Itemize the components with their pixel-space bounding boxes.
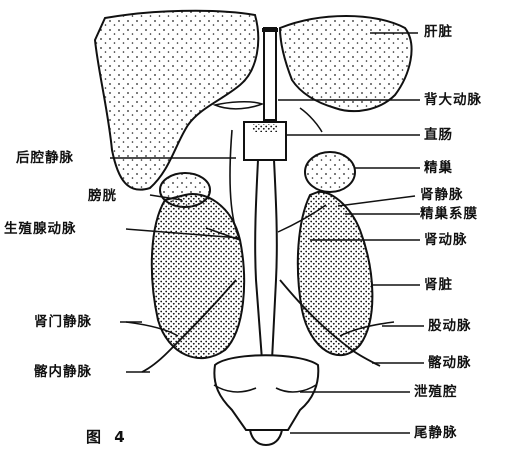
label-postcava: 后腔静脉	[16, 150, 74, 166]
cloaca	[214, 355, 318, 445]
label-internal-iliac-vein: 髂内静脉	[34, 364, 92, 380]
label-caudal-vein: 尾静脉	[414, 425, 458, 441]
label-testis: 精巢	[424, 160, 453, 176]
label-bladder: 膀胱	[88, 188, 117, 204]
label-mesorchium: 精巢系膜	[420, 206, 478, 222]
label-renal-portal-vein: 肾门静脉	[34, 314, 92, 330]
label-genital-artery: 生殖腺动脉	[4, 221, 77, 237]
label-femoral-artery: 股动脉	[428, 318, 472, 334]
label-liver: 肝脏	[424, 24, 453, 40]
figure-caption: 图 4	[86, 426, 129, 447]
label-dorsal-aorta: 背大动脉	[424, 92, 482, 108]
label-renal-vein: 肾静脉	[420, 187, 464, 203]
kidneys	[152, 192, 373, 358]
label-cloaca: 泄殖腔	[414, 384, 458, 400]
label-kidney: 肾脏	[424, 277, 453, 293]
label-sciatic-artery: 髂动脉	[428, 355, 472, 371]
label-renal-artery: 肾动脉	[424, 232, 468, 248]
label-rectum: 直肠	[424, 127, 453, 143]
